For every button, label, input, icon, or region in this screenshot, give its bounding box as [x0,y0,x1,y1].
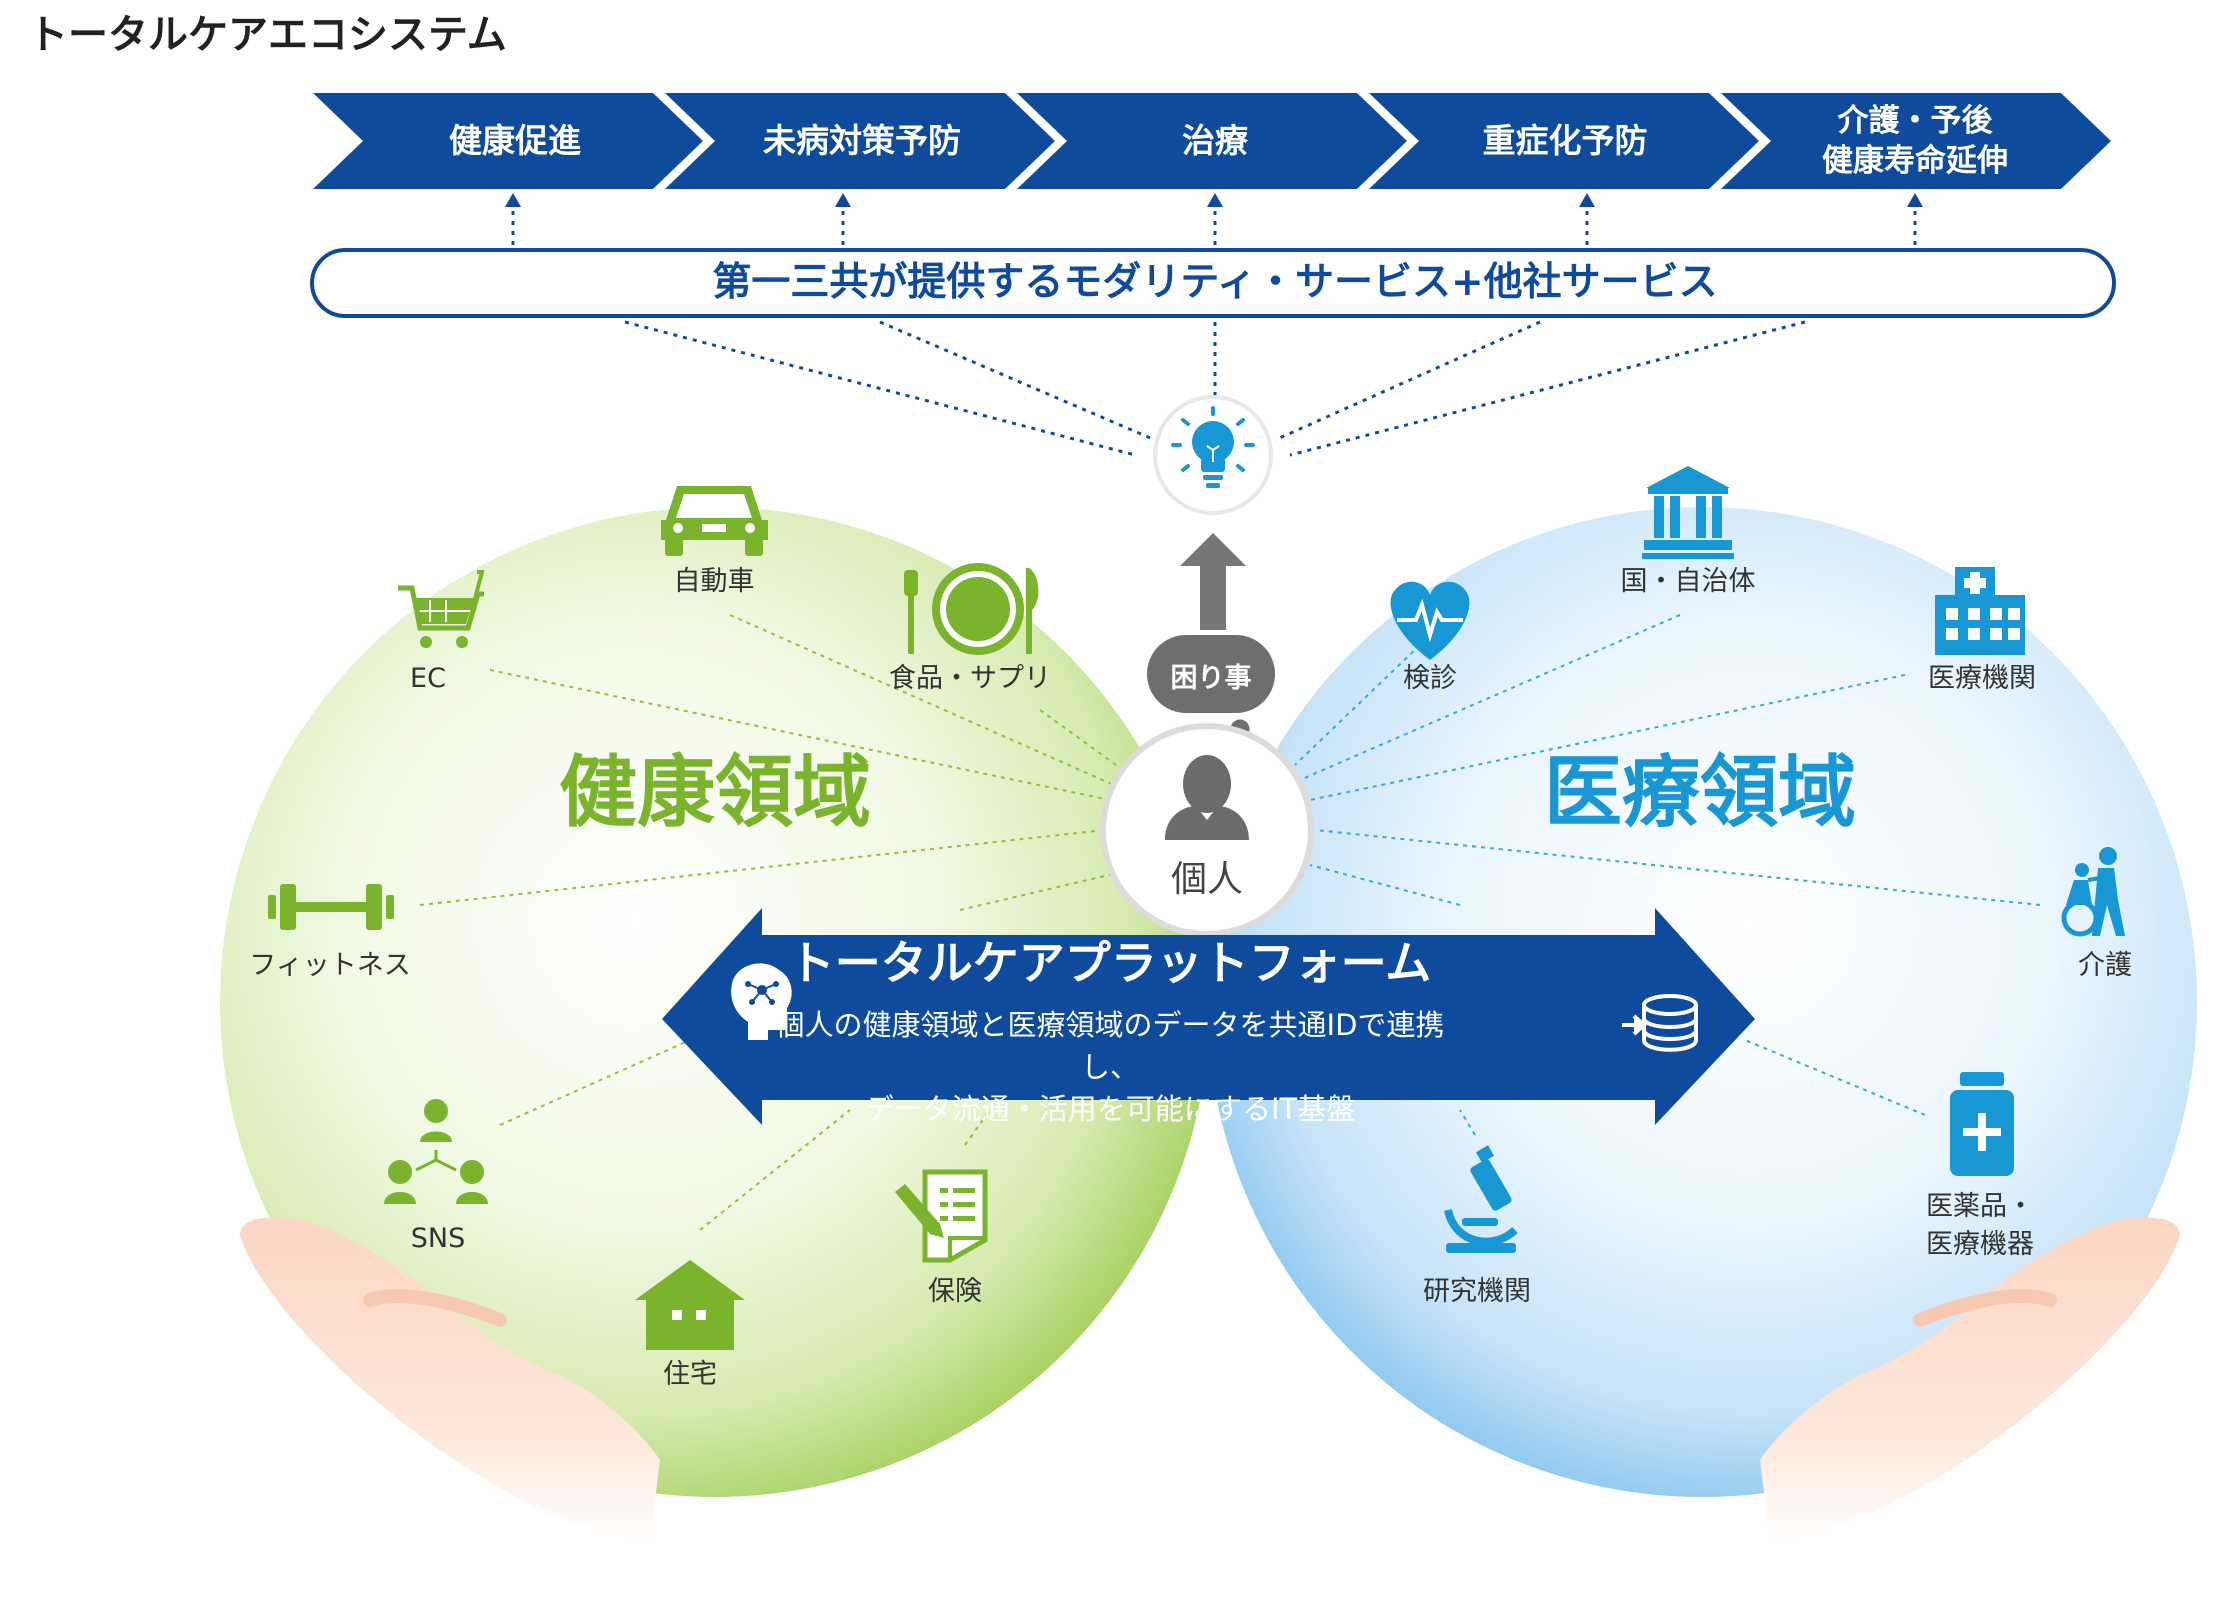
connector-medicine [1744,1039,1926,1116]
connector-food [1039,709,1131,776]
medical-connectors [1294,614,2041,1136]
service-bar [310,248,2116,318]
person-icon [1165,755,1249,840]
stage-label-1: 健康促進 [449,121,581,160]
house-icon [635,1260,745,1350]
medical-domain-title: 医療領域 [1543,748,1856,838]
lightbulb-icon [1171,406,1255,488]
platform-description: 個人の健康領域と医療領域のデータを共通IDで連携し、 データ流通・活用を可能にす… [775,1008,1445,1126]
arrowhead-5 [1907,193,1923,207]
dumbbell-icon [268,884,394,930]
label-hospital: 医療機関 [1928,663,2036,694]
label-car: 自動車 [673,566,755,597]
stage-arrowheads [505,193,1923,207]
person-node [1100,723,1314,937]
label-fitness: フィットネス [249,950,411,981]
connector-government [1299,614,1681,781]
connector-sns [499,1039,691,1126]
health-domain-title: 健康領域 [558,748,871,838]
arrowhead-1 [505,193,521,207]
connector-bulb-1 [624,320,1136,457]
connector-bulb-4 [1274,320,1541,442]
medicine-bottle-icon [1950,1072,2014,1176]
idea-node [1153,395,1273,515]
stage-label-3: 治療 [1182,121,1248,160]
label-care: 介護 [2078,950,2132,981]
stage-chevron-5 [1721,93,2111,189]
connector-bulb-2 [879,320,1156,442]
label-checkup: 検診 [1403,663,1457,694]
connector-car [729,614,1126,791]
database-icon [1622,994,1698,1052]
building-columns-icon [1642,466,1734,559]
plate-icon [904,563,1039,655]
service-bar-label: 第一三共が提供するモダリティ・サービス+他社サービス [712,260,1718,305]
connector-platform-left [959,869,1131,911]
stage-chevron-1 [313,93,703,189]
page-title: トータルケアエコシステム [28,12,507,58]
health-connectors [419,614,1131,1231]
hospital-icon [1935,567,2025,655]
connector-ec [489,669,1111,801]
connector-insurance [964,1109,991,1146]
people-network-icon [384,1099,488,1204]
cart-icon [398,570,485,648]
connector-bulb-5 [1289,320,1806,457]
stage-chevron-3 [1017,93,1407,189]
arrowhead-4 [1579,193,1595,207]
platform-arrow [662,908,1755,1125]
brain-network-icon [731,963,792,1040]
connector-checkup [1294,644,1421,766]
label-medicine: 医薬品・ 医療機器 [1926,1191,2034,1260]
stage-label-5: 介護・予後 健康寿命延伸 [1822,103,2008,179]
right-hand [1760,1217,2180,1540]
trouble-label: 困り事 [1170,663,1252,694]
label-ec: EC [410,663,446,694]
stage-label-2: 未病対策予防 [763,121,961,160]
bubble-shape [1143,631,1279,717]
label-food: 食品・サプリ [889,663,1051,694]
service-connectors [511,205,1917,457]
up-arrow [1180,533,1246,630]
label-house: 住宅 [663,1359,717,1390]
label-sns: SNS [410,1223,466,1254]
stage-chevron-4 [1369,93,1759,189]
connector-fitness [419,829,1106,906]
connector-platform-right [1309,864,1461,906]
stage-chevrons [313,93,2111,189]
wheelchair-icon [2061,847,2125,937]
car-icon [661,486,768,556]
arrowhead-3 [1207,193,1223,207]
left-hand [240,1217,660,1540]
label-government: 国・自治体 [1620,566,1756,597]
connector-hospital [1309,674,1906,801]
person-label: 個人 [1170,859,1243,900]
stage-label-4: 重症化予防 [1482,121,1648,160]
label-insurance: 保険 [928,1276,982,1307]
platform-title: トータルケアプラットフォーム [788,936,1432,990]
document-pen-icon [895,1169,988,1263]
stage-chevron-2 [665,93,1055,189]
arrowhead-2 [835,193,851,207]
heart-pulse-icon [1390,581,1470,660]
microscope-icon [1444,1145,1518,1253]
label-research: 研究機関 [1423,1276,1531,1307]
